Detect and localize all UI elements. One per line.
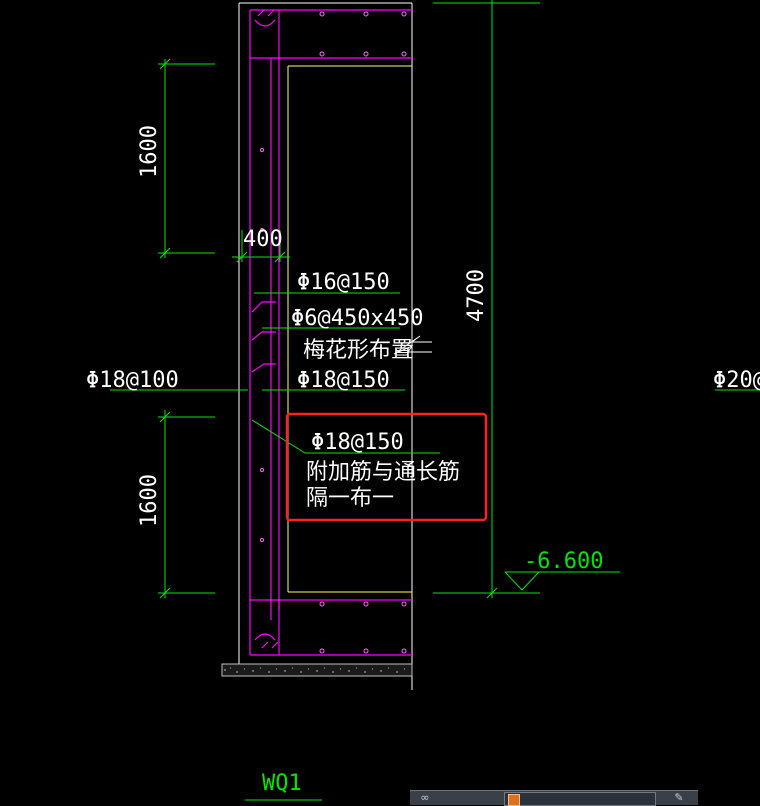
dim-text-400[interactable]: 400 [243, 227, 283, 252]
dim-text-top-1600[interactable]: 1600 [137, 125, 162, 178]
rebar-lines [249, 9, 412, 656]
rebar-dots [260, 11, 407, 654]
level-mark-text[interactable]: -6.600 [524, 549, 603, 574]
dimension-lines [110, 0, 760, 801]
rebar-label-left[interactable]: Φ18@100 [86, 368, 179, 393]
rebar-label-1[interactable]: Φ16@150 [297, 270, 390, 295]
highlight-note-2[interactable]: 隔一布一 [306, 486, 394, 511]
break-line-symbol [393, 335, 432, 355]
status-strip: ∞ ✎ [410, 790, 698, 806]
highlight-rebar-label[interactable]: Φ18@150 [311, 430, 404, 455]
ground-hatch [221, 663, 413, 677]
layer-color-swatch [508, 794, 520, 806]
highlight-box [285, 412, 488, 522]
dim-text-4700[interactable]: 4700 [464, 269, 489, 322]
link-icon[interactable]: ∞ [420, 791, 430, 804]
rebar-label-right[interactable]: Φ20@ [713, 368, 760, 393]
section-title[interactable]: WQ1 [262, 771, 302, 796]
rebar-label-3[interactable]: Φ18@150 [297, 368, 390, 393]
rebar-label-2-note[interactable]: 梅花形布置 [303, 338, 413, 363]
highlight-note-1[interactable]: 附加筋与通长筋 [306, 460, 460, 485]
rebar-label-2[interactable]: Φ6@450x450 [291, 306, 423, 331]
dim-text-bottom-1600[interactable]: 1600 [137, 474, 162, 527]
pen-icon[interactable]: ✎ [674, 791, 684, 804]
